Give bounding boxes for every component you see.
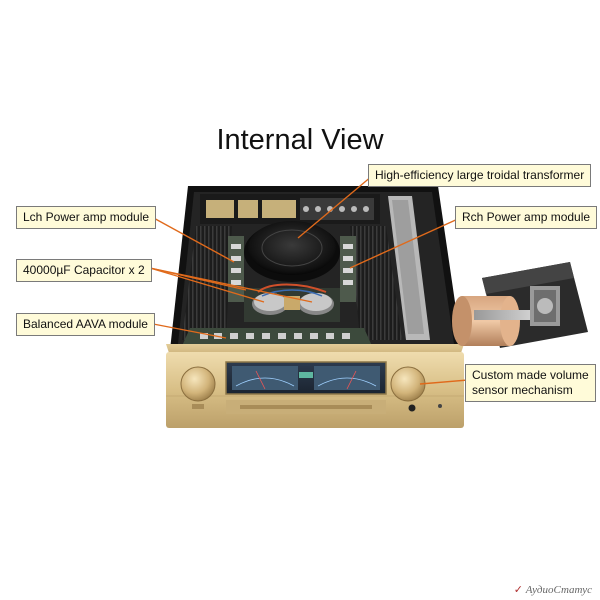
callout-rch-power-amp: Rch Power amp module: [455, 206, 598, 229]
leader-rch: [349, 217, 461, 269]
callout-aava-module: Balanced AAVA module: [16, 313, 155, 336]
front-panel: [166, 344, 464, 428]
leader-capacitor-3: [149, 267, 313, 303]
callout-capacitor: 40000µF Capacitor x 2: [16, 259, 152, 282]
volume-mechanism-illustration: [452, 262, 588, 348]
leader-aava: [147, 322, 227, 339]
chassis: [170, 186, 462, 350]
callout-volume-line-2: sensor mechanism: [472, 383, 573, 397]
leader-lines: [147, 175, 469, 385]
leader-transformer: [297, 175, 373, 239]
leader-capacitor-2: [149, 267, 265, 303]
callout-transformer: High-efficiency large troidal transforme…: [368, 164, 592, 187]
diagram-title: Internal View: [216, 124, 384, 156]
leader-volume: [419, 379, 469, 385]
callout-volume-mechanism: Custom made volume sensor mechanism: [465, 364, 596, 402]
watermark-logo-icon: ✓: [513, 584, 523, 596]
watermark-text: АудиоСтатус: [525, 584, 592, 596]
leader-lch: [149, 215, 235, 263]
watermark: ✓ АудиоСтатус: [514, 583, 592, 596]
callout-lch-power-amp: Lch Power amp module: [16, 206, 157, 229]
callout-volume-line-1: Custom made volume: [472, 368, 589, 382]
